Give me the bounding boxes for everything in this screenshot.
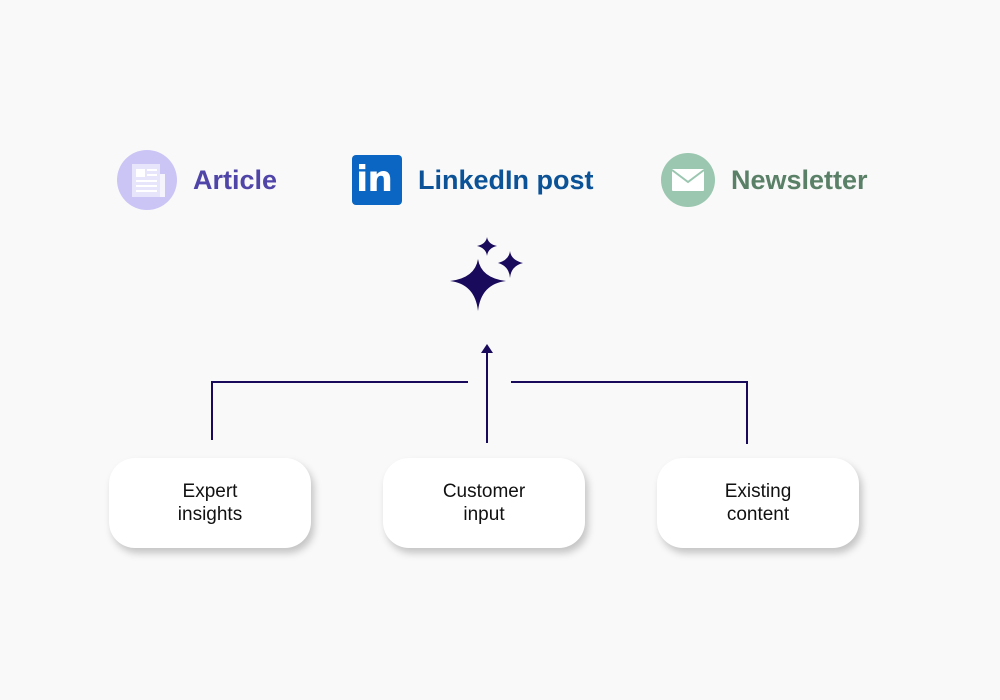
source-existing-content: Existing content	[657, 458, 859, 548]
output-label: Newsletter	[731, 164, 868, 195]
output-label: Article	[193, 164, 278, 195]
source-label: Expert insights	[177, 481, 243, 525]
linkedin-logo-text: in	[356, 159, 393, 200]
output-article: Article	[117, 150, 277, 210]
source-expert-insights: Expert insights	[109, 458, 311, 548]
sparkles-icon	[450, 237, 523, 311]
output-linkedin-post: in LinkedIn post	[352, 150, 594, 210]
connector-left	[211, 381, 468, 440]
source-customer-input: Customer input	[383, 458, 585, 548]
output-newsletter: Newsletter	[661, 150, 868, 210]
article-icon	[117, 150, 177, 210]
linkedin-icon: in	[352, 155, 402, 205]
source-label: Existing content	[724, 481, 792, 525]
source-label: Customer input	[442, 481, 526, 525]
output-label: LinkedIn post	[418, 164, 594, 195]
connector-right	[511, 381, 748, 444]
mail-icon	[661, 153, 715, 207]
arrow-head	[481, 344, 493, 353]
